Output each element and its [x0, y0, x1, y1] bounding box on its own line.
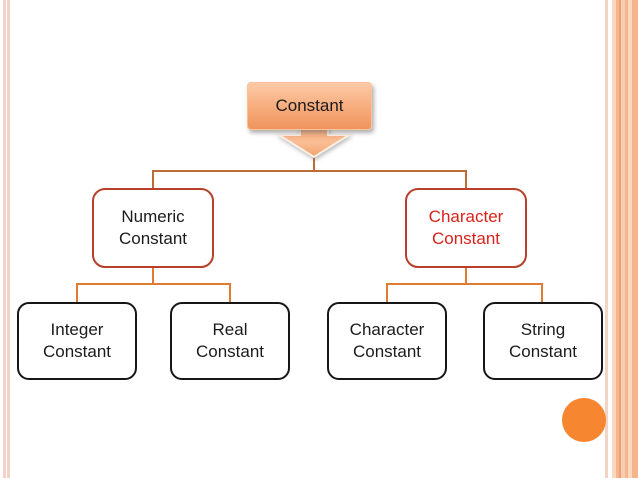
node-string-constant-label: String Constant — [508, 320, 578, 361]
node-integer-constant-label: Integer Constant — [42, 320, 112, 361]
down-arrow-icon — [275, 127, 353, 159]
node-constant-root: Constant — [247, 82, 372, 130]
left-border-stripes — [3, 0, 10, 478]
node-character-constant-leaf-label: Character Constant — [349, 320, 425, 361]
connector-root-to-level2 — [152, 156, 467, 188]
connector-character-to-children — [386, 268, 543, 302]
connector-numeric-to-children — [76, 268, 231, 302]
node-real-constant-label: Real Constant — [195, 320, 265, 361]
node-character-constant: Character Constant — [405, 188, 527, 268]
node-string-constant: String Constant — [483, 302, 603, 380]
node-real-constant: Real Constant — [170, 302, 290, 380]
right-border-stripes — [604, 0, 638, 478]
decorative-circle — [562, 398, 606, 442]
node-character-constant-label: Character Constant — [428, 207, 504, 248]
node-numeric-constant-label: Numeric Constant — [118, 207, 188, 248]
node-constant-root-label: Constant — [275, 96, 344, 115]
node-character-constant-leaf: Character Constant — [327, 302, 447, 380]
node-numeric-constant: Numeric Constant — [92, 188, 214, 268]
node-integer-constant: Integer Constant — [17, 302, 137, 380]
